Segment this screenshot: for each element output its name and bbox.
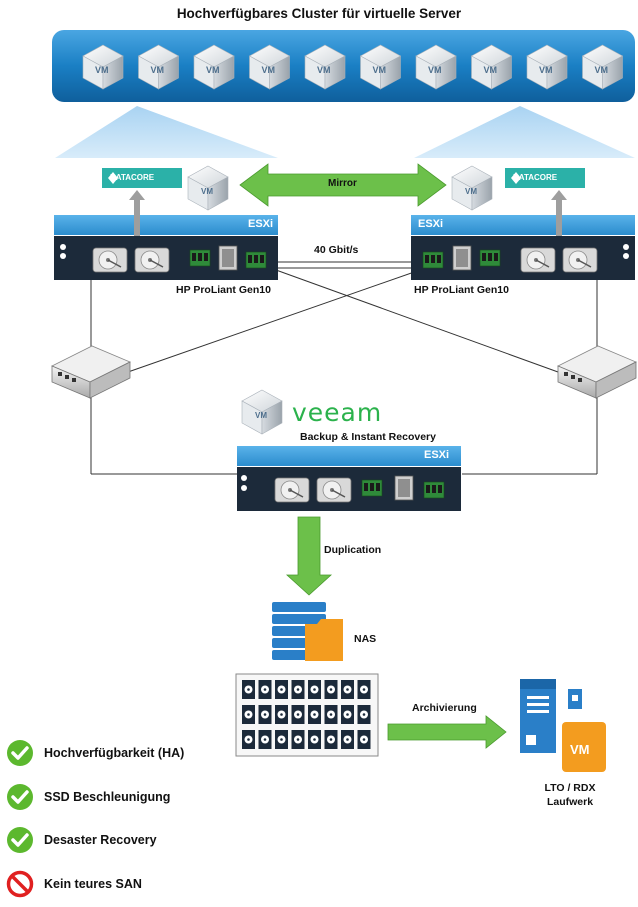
feature-text: Desaster Recovery [44, 833, 157, 847]
vm-cube-label: VM [484, 65, 498, 75]
left-switch-icon [51, 345, 131, 399]
check-icon [7, 784, 33, 810]
svg-text:VM: VM [201, 187, 213, 196]
left-datacore-badge [102, 168, 182, 188]
check-icon [7, 827, 33, 853]
right-datacore-badge [505, 168, 585, 188]
vm-cube-label: VM [262, 65, 276, 75]
link-speed-label: 40 Gbit/s [314, 244, 359, 256]
right-datacore-label: DATACORE [513, 173, 558, 182]
vm-cube-row: VM VM VM VM VM VM VM VM VM VM [82, 44, 623, 90]
left-datacore-label: DATACORE [110, 173, 155, 182]
backup-esxi-bar [237, 446, 461, 466]
check-icon [7, 740, 33, 766]
feature-text: Kein teures SAN [44, 877, 142, 891]
svg-text:VM: VM [255, 411, 267, 420]
left-up-arrow [129, 190, 145, 236]
right-esxi-label: ESXi [418, 218, 444, 230]
vm-cube-label: VM [428, 65, 442, 75]
left-host-triangle [55, 106, 278, 158]
tape-drive-icon: VM [520, 679, 606, 772]
vm-cube-label: VM [595, 65, 609, 75]
vm-cube-label: VM [539, 65, 553, 75]
duplication-arrow [285, 516, 333, 596]
feature-text: SSD Beschleunigung [44, 790, 171, 804]
tape-drive-label-1: LTO / RDX [544, 782, 596, 794]
tape-slots [242, 680, 371, 749]
vm-cube-label: VM [206, 65, 220, 75]
right-up-arrow [551, 190, 567, 236]
left-esxi-label: ESXi [248, 218, 274, 230]
feature-item-san: Kein teures SAN [6, 869, 142, 899]
svg-text:VM: VM [570, 742, 590, 757]
right-esxi-bar [411, 215, 635, 235]
network-lines [90, 261, 598, 475]
feature-item-dr: Desaster Recovery [6, 825, 157, 855]
right-server-label: HP ProLiant Gen10 [414, 284, 509, 296]
mirror-arrow [239, 163, 447, 207]
tape-drive-label-2: Laufwerk [546, 796, 594, 808]
right-host-triangle [414, 106, 635, 158]
vm-cube-label: VM [151, 65, 165, 75]
archive-label: Archivierung [412, 702, 477, 714]
left-server-label: HP ProLiant Gen10 [176, 284, 271, 296]
tape-library [235, 673, 379, 757]
backup-esxi-label: ESXi [424, 449, 450, 461]
diagram-title: Hochverfügbares Cluster für virtuelle Se… [176, 6, 462, 21]
forbidden-icon [6, 870, 34, 898]
backup-label: Backup & Instant Recovery [300, 431, 436, 443]
duplication-label: Duplication [324, 544, 382, 556]
feature-item-ha: Hochverfügbarkeit (HA) [6, 738, 184, 768]
nas-icon [272, 602, 343, 661]
feature-item-ssd: SSD Beschleunigung [6, 782, 170, 812]
vm-cube-label: VM [95, 65, 109, 75]
nas-label: NAS [354, 633, 377, 645]
mirror-label: Mirror [328, 178, 357, 189]
vm-cube-label: VM [317, 65, 331, 75]
feature-text: Hochverfügbarkeit (HA) [44, 746, 185, 760]
right-switch-icon [557, 345, 637, 399]
archive-arrow [387, 715, 507, 749]
veeam-logo: veeam [292, 398, 383, 427]
left-esxi-bar [54, 215, 278, 235]
vm-cube-label: VM [373, 65, 387, 75]
svg-text:VM: VM [465, 187, 477, 196]
